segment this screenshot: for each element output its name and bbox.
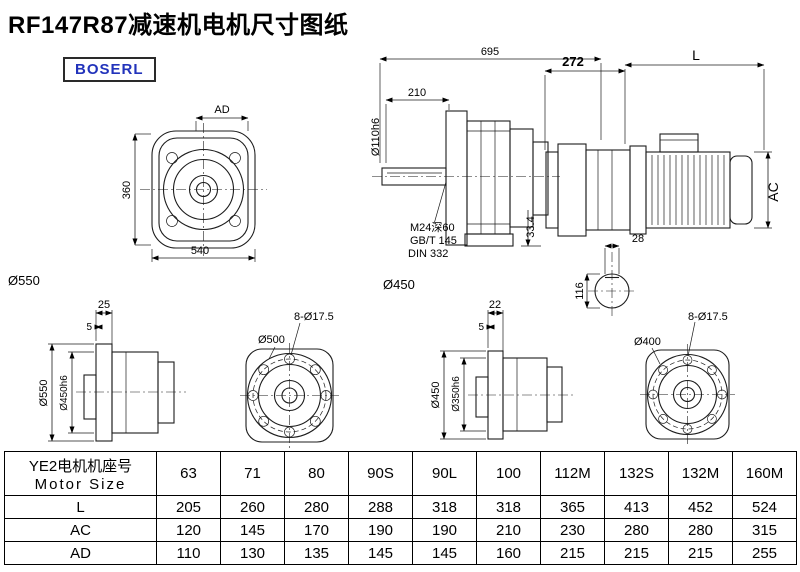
cell-AD-90s: 145 (348, 541, 413, 565)
label-b4-d400: Ø400 (634, 336, 661, 348)
view-bottom-side-2: 22 5 Ø450 Ø350h6 (430, 299, 576, 440)
size-col-71: 71 (220, 451, 285, 496)
cell-L-80: 280 (284, 495, 349, 519)
cell-AD-160m: 255 (732, 541, 797, 565)
row-label-AC: AC (4, 518, 157, 542)
cell-L-71: 260 (220, 495, 285, 519)
dim-25: 25 (98, 299, 110, 311)
dim-22: 22 (489, 299, 501, 311)
cell-L-112m: 365 (540, 495, 605, 519)
cell-AC-112m: 230 (540, 518, 605, 542)
cell-AC-160m: 315 (732, 518, 797, 542)
page-title: RF147R87减速机电机尺寸图纸 (8, 12, 349, 39)
dim-28: 28 (632, 233, 644, 245)
dim-b3-350h6: Ø350h6 (451, 376, 462, 412)
cell-AC-90l: 190 (412, 518, 477, 542)
header-en: Motor Size (34, 475, 127, 493)
boserl-logo: BOSERL (63, 57, 156, 82)
dim-shaft-dia: Ø110h6 (370, 118, 382, 156)
label-b4-holes: 8-Ø17.5 (688, 311, 728, 323)
size-col-90l: 90L (412, 451, 477, 496)
view-bottom-side-1: 25 5 Ø550 Ø450h6 (38, 299, 186, 442)
label-b2-holes: 8-Ø17.5 (294, 311, 334, 323)
dim-33-4: 33.4 (525, 216, 537, 237)
dim-L: L (692, 47, 700, 63)
cell-L-160m: 524 (732, 495, 797, 519)
label-d450: Ø450 (383, 277, 415, 292)
cell-AD-80: 135 (284, 541, 349, 565)
view-bottom-front-2: 8-Ø17.5 Ø400 (634, 311, 735, 445)
dim-b1-450h6: Ø450h6 (59, 375, 70, 411)
header-cn: YE2电机机座号 (28, 457, 133, 475)
view-side-reducer: 695 210 Ø110h6 M24深60 GB/T 145 (370, 46, 602, 292)
cell-L-63: 205 (156, 495, 221, 519)
note-din332: DIN 332 (408, 248, 448, 260)
row-label-L: L (4, 495, 157, 519)
cell-L-132m: 452 (668, 495, 733, 519)
size-col-100: 100 (476, 451, 541, 496)
cell-AD-100: 160 (476, 541, 541, 565)
table-header-row: YE2电机机座号 Motor Size 63 71 80 90S 90L 100… (4, 451, 797, 496)
cell-AD-63: 110 (156, 541, 221, 565)
cell-AD-90l: 145 (412, 541, 477, 565)
dim-116: 116 (574, 282, 586, 300)
dim-272: 272 (562, 54, 584, 69)
view-bottom-front-1: 8-Ø17.5 Ø500 (240, 311, 339, 448)
cell-L-100: 318 (476, 495, 541, 519)
size-col-160m: 160M (732, 451, 797, 496)
size-col-80: 80 (284, 451, 349, 496)
cell-AC-132s: 280 (604, 518, 669, 542)
cell-AC-90s: 190 (348, 518, 413, 542)
motor-size-table: YE2电机机座号 Motor Size 63 71 80 90S 90L 100… (4, 451, 797, 565)
table-header-label: YE2电机机座号 Motor Size (4, 451, 157, 496)
dim-b1-550: Ø550 (38, 380, 50, 407)
dim-5a: 5 (86, 322, 92, 333)
label-d550: Ø550 (8, 273, 40, 288)
note-thread: M24深60 (410, 221, 455, 234)
cell-L-90l: 318 (412, 495, 477, 519)
cell-AD-112m: 215 (540, 541, 605, 565)
cell-AC-132m: 280 (668, 518, 733, 542)
cell-AC-100: 210 (476, 518, 541, 542)
dim-210: 210 (408, 87, 426, 99)
view-side-motor: 272 L (544, 47, 781, 318)
label-b2-d500: Ø500 (258, 334, 285, 346)
cell-AC-63: 120 (156, 518, 221, 542)
dim-5b: 5 (478, 322, 484, 333)
view-front-reducer: AD 360 540 Ø550 (8, 104, 267, 288)
size-col-112m: 112M (540, 451, 605, 496)
cell-AD-132m: 215 (668, 541, 733, 565)
note-gbt145: GB/T 145 (410, 235, 457, 247)
dim-b3-450: Ø450 (430, 382, 442, 409)
size-col-90s: 90S (348, 451, 413, 496)
size-col-132m: 132M (668, 451, 733, 496)
boserl-logo-text: BOSERL (75, 61, 144, 78)
dim-695: 695 (481, 46, 499, 58)
cell-L-132s: 413 (604, 495, 669, 519)
dim-AC: AC (765, 182, 781, 201)
size-col-63: 63 (156, 451, 221, 496)
dim-360: 360 (121, 181, 133, 199)
cell-AD-132s: 215 (604, 541, 669, 565)
cell-AC-71: 145 (220, 518, 285, 542)
cell-L-90s: 288 (348, 495, 413, 519)
dim-ad: AD (214, 104, 229, 116)
dim-540: 540 (191, 245, 209, 257)
table-row-L: L 205 260 280 288 318 318 365 413 452 52… (4, 495, 797, 519)
size-col-132s: 132S (604, 451, 669, 496)
cell-AC-80: 170 (284, 518, 349, 542)
technical-drawing: AD 360 540 Ø550 695 210 (8, 46, 781, 448)
cell-AD-71: 130 (220, 541, 285, 565)
row-label-AD: AD (4, 541, 157, 565)
table-row-AC: AC 120 145 170 190 190 210 230 280 280 3… (4, 518, 797, 542)
table-row-AD: AD 110 130 135 145 145 160 215 215 215 2… (4, 541, 797, 565)
